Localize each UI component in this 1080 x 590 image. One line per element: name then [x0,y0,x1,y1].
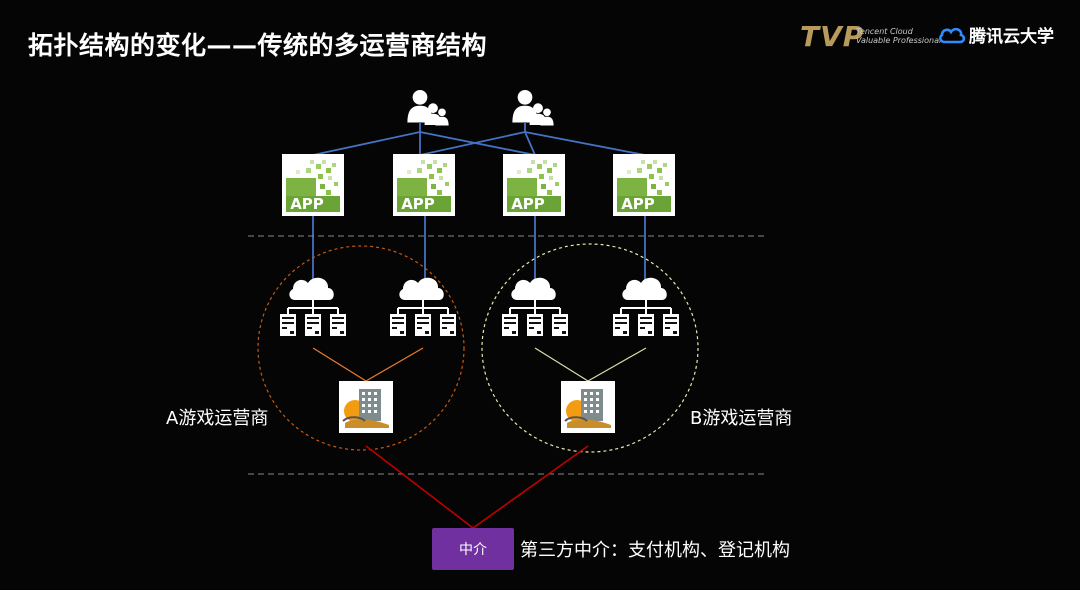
slide-title: 拓扑结构的变化——传统的多运营商结构 [28,31,488,60]
user-group-icon [407,90,448,126]
user-app-connections [312,122,646,285]
app-icon: APP [393,154,455,216]
cloud-logo-text: 腾讯云大学 [969,27,1054,47]
intermediary-description: 第三方中介：支付机构、登记机构 [520,540,790,561]
intermediary-links [365,445,589,529]
tvp-logo-subtitle: Tencent Cloud Valuable Professional [856,27,941,45]
intermediary-box-label: 中介 [459,542,487,558]
operator-b-links [534,347,647,382]
intermediary-box: 中介 [432,528,514,570]
operator-b-boundary [481,243,699,453]
app-icon: APP [613,154,675,216]
server-cloud-icon [502,278,568,336]
operator-a-links [312,347,424,382]
server-cloud-icon [613,278,679,336]
app-icon: APP [503,154,565,216]
operator-b-label: B游戏运营商 [690,408,793,429]
user-group-icon [512,90,553,126]
app-label: APP [290,195,324,213]
tvp-logo: TVP [800,20,865,53]
app-label: APP [511,195,545,213]
app-icon: APP [282,154,344,216]
tvp-sub-line1: Tencent Cloud [856,27,913,36]
app-label: APP [621,195,655,213]
company-building-icon [560,380,616,434]
server-cloud-icon [390,278,456,336]
tvp-sub-line2: Valuable Professional [856,36,942,45]
tencent-cloud-logo: 腾讯云大学 [938,22,1054,47]
company-building-icon [338,380,394,434]
cloud-logo-icon [939,27,966,43]
operator-a-boundary [257,245,465,451]
app-label: APP [401,195,435,213]
operator-a-label: A游戏运营商 [166,408,269,429]
server-cloud-icon [280,278,346,336]
